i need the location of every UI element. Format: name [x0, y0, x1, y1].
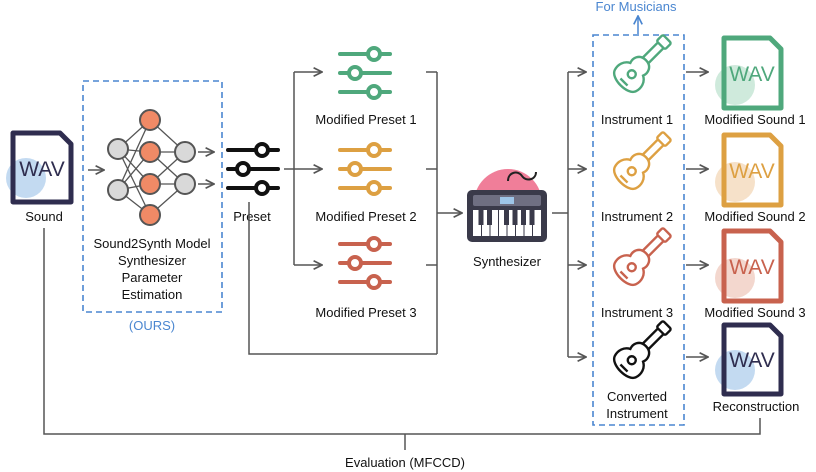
preset-sliders-icon — [226, 142, 280, 196]
model-label-line3: Parameter — [122, 270, 183, 285]
reconstruction-wav-icon: WAV — [715, 322, 784, 397]
guitar-icon-converted — [612, 320, 672, 380]
model-label-line1: Sound2Synth Model — [93, 236, 210, 251]
guitar-icon-1 — [612, 34, 672, 94]
modified-sound-1-wav-icon: WAV — [715, 35, 784, 111]
modified-sound-3-label: Modified Sound 3 — [704, 305, 805, 320]
model-label-line4: Estimation — [122, 287, 183, 302]
synthesizer-label: Synthesizer — [473, 254, 542, 269]
modified-sound-2-wav-icon: WAV — [715, 132, 784, 208]
model-label-line2: Synthesizer — [118, 253, 187, 268]
input-wav-text: WAV — [19, 158, 65, 181]
modified-sound-2-label: Modified Sound 2 — [704, 209, 805, 224]
sound-label: Sound — [25, 209, 63, 224]
guitar-icon-3 — [612, 227, 672, 287]
neural-network-icon — [107, 109, 214, 226]
evaluation-bracket — [43, 228, 761, 435]
instruments-dashed-box — [592, 34, 685, 426]
modified-preset-2-label: Modified Preset 2 — [315, 209, 416, 224]
evaluation-label: Evaluation (MFCCD) — [345, 455, 465, 470]
synthesizer-icon — [467, 169, 547, 242]
reconstruction-label: Reconstruction — [713, 399, 800, 414]
instrument-1-label: Instrument 1 — [601, 112, 673, 127]
modified-sound-2-wav-text: WAV — [729, 160, 775, 183]
input-wav-icon: WAV — [6, 130, 74, 205]
preset-direct-path — [248, 202, 437, 355]
modified-sound-1-wav-text: WAV — [729, 63, 775, 86]
converted-instrument-label-line1: Converted — [607, 389, 667, 404]
model-dashed-box — [82, 80, 223, 313]
modified-preset-2-icon — [338, 142, 392, 196]
reconstruction-wav-text: WAV — [729, 349, 775, 372]
modified-preset-1-icon — [338, 46, 392, 100]
instrument-2-label: Instrument 2 — [601, 209, 673, 224]
converted-instrument-label-line2: Instrument — [606, 406, 668, 421]
modified-preset-3-label: Modified Preset 3 — [315, 305, 416, 320]
modified-sound-1-label: Modified Sound 1 — [704, 112, 805, 127]
modified-preset-3-icon — [338, 236, 392, 290]
ours-label: (OURS) — [129, 318, 175, 333]
instrument-3-label: Instrument 3 — [601, 305, 673, 320]
modified-sound-3-wav-text: WAV — [729, 256, 775, 279]
modified-preset-1-label: Modified Preset 1 — [315, 112, 416, 127]
preset-label: Preset — [233, 209, 271, 224]
guitar-icon-2 — [612, 131, 672, 191]
for-musicians-label: For Musicians — [596, 0, 677, 14]
modified-sound-3-wav-icon: WAV — [715, 228, 784, 304]
